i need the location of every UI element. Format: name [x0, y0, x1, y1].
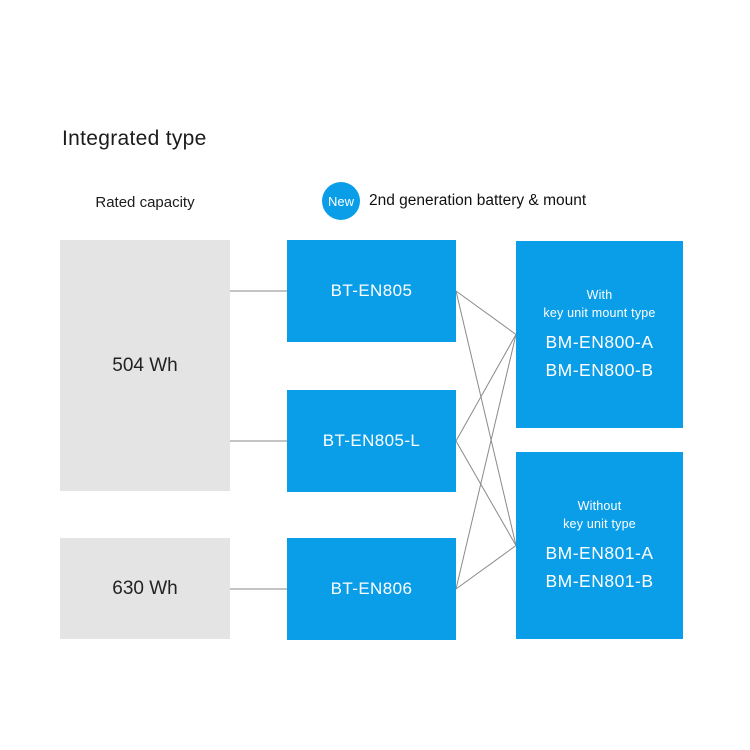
mount-desc-line1: Without — [577, 498, 622, 513]
battery-box-bt-en806: BT-EN806 — [287, 538, 456, 640]
mount-box-bm-en800: With key unit mount type BM-EN800-A BM-E… — [516, 241, 683, 428]
capacity-box-504wh: 504 Wh — [60, 240, 230, 491]
mount-model: BM-EN801-B — [545, 570, 654, 591]
battery-label: BT-EN805-L — [322, 431, 421, 450]
battery-box-bt-en805-l: BT-EN805-L — [287, 390, 456, 492]
mount-description: Without key unit type — [563, 497, 636, 533]
mount-desc-line2: key unit type — [563, 516, 636, 531]
mount-description: With key unit mount type — [543, 286, 655, 322]
capacity-box-630wh: 630 Wh — [60, 538, 230, 639]
mount-models: BM-EN800-A BM-EN800-B — [545, 328, 653, 384]
mount-desc-line1: With — [586, 287, 613, 302]
mount-models: BM-EN801-A BM-EN801-B — [545, 539, 653, 595]
mount-model: BM-EN800-A — [545, 331, 654, 352]
capacity-label: 504 Wh — [112, 354, 178, 376]
battery-label: BT-EN806 — [330, 579, 413, 598]
mount-desc-line2: key unit mount type — [543, 305, 656, 320]
mount-model: BM-EN800-B — [545, 359, 654, 380]
battery-box-bt-en805: BT-EN805 — [287, 240, 456, 342]
mount-model: BM-EN801-A — [545, 542, 654, 563]
mount-box-bm-en801: Without key unit type BM-EN801-A BM-EN80… — [516, 452, 683, 639]
page-title: Integrated type — [62, 127, 207, 150]
new-badge: New — [322, 182, 360, 220]
battery-label: BT-EN805 — [330, 281, 413, 300]
rated-capacity-label: Rated capacity — [95, 194, 195, 211]
capacity-label: 630 Wh — [112, 577, 178, 599]
generation-header: New 2nd generation battery & mount — [322, 181, 586, 221]
generation-label: 2nd generation battery & mount — [369, 192, 587, 209]
